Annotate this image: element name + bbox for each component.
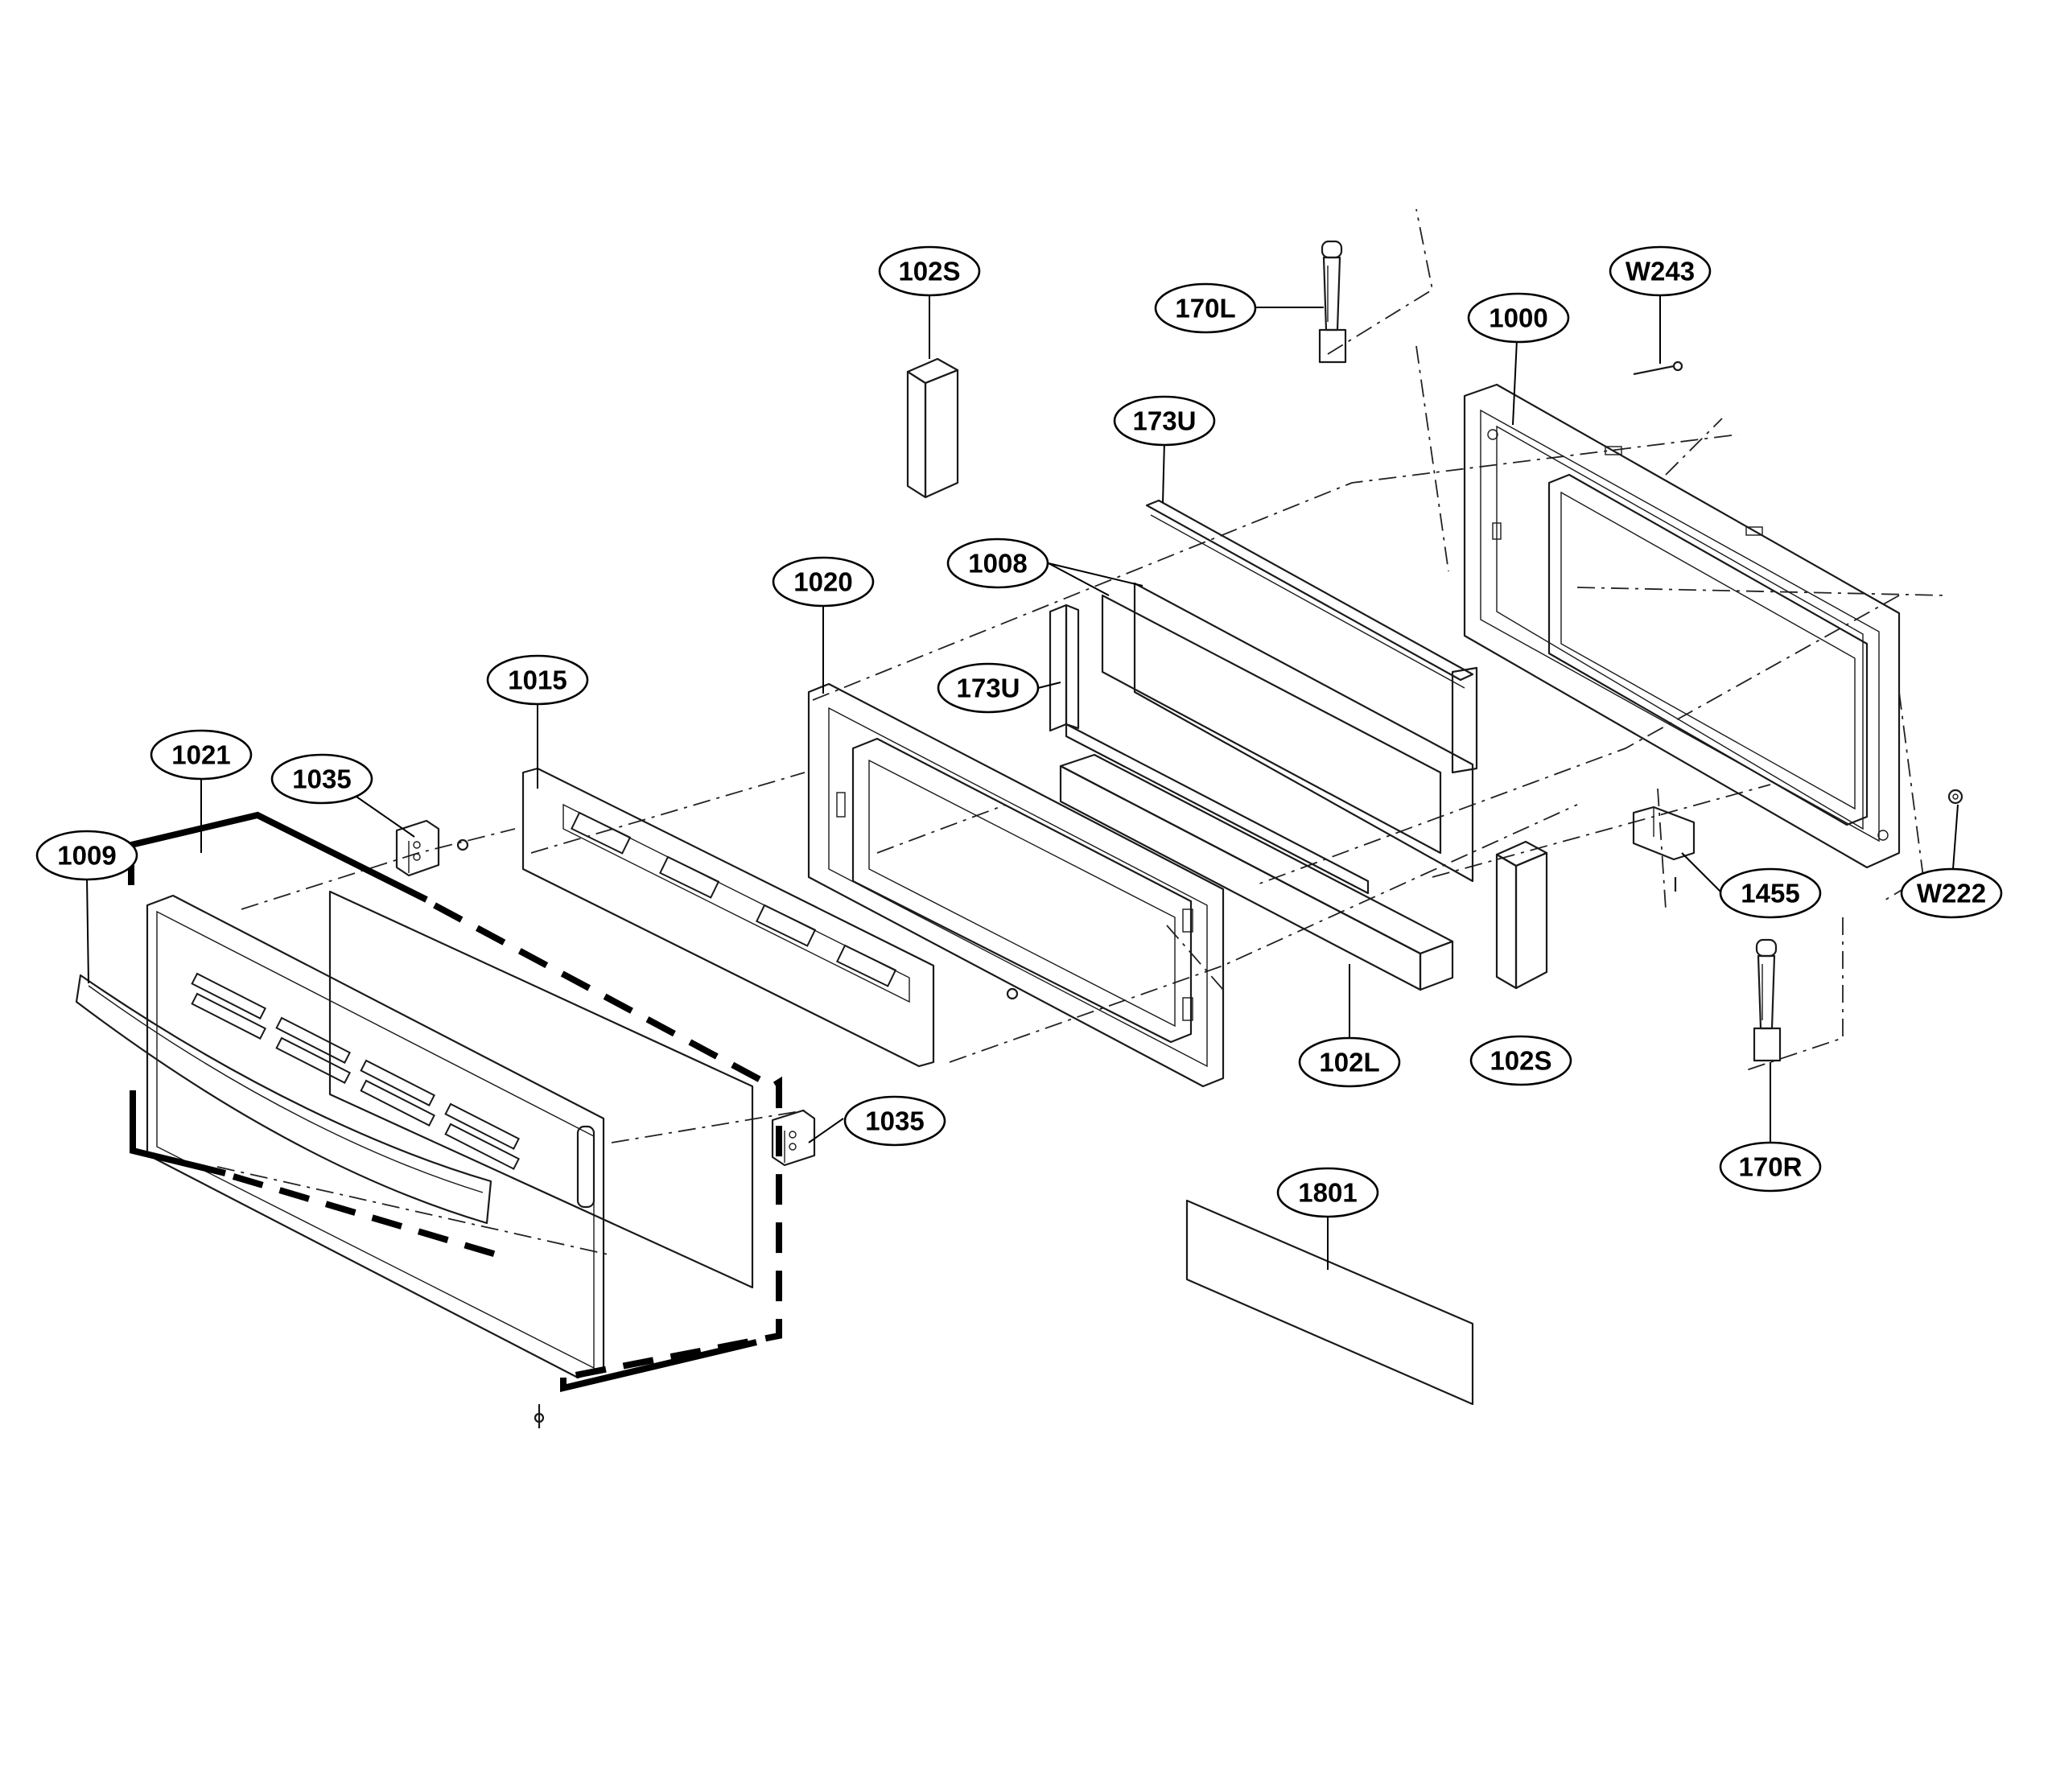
svg-text:1000: 1000	[1489, 303, 1547, 333]
part-102s-top-spacer	[906, 357, 959, 499]
svg-text:1021: 1021	[171, 740, 230, 770]
part-1035-bottom-bracket	[771, 1109, 816, 1167]
part-1020-door-liner	[807, 682, 1225, 1088]
callouts: 102S 170L W243 1000 173U 1008 1020 173U	[35, 245, 2003, 1218]
callout-1035-bottom: 1035	[843, 1095, 946, 1147]
callout-170l: 170L	[1154, 282, 1257, 334]
callout-1021: 1021	[150, 729, 253, 781]
part-173u-mid-channel	[1049, 604, 1370, 895]
svg-text:1015: 1015	[508, 665, 567, 695]
callout-1801: 1801	[1276, 1167, 1379, 1218]
leader-lines	[86, 295, 1959, 1270]
svg-text:W222: W222	[1917, 879, 1986, 908]
part-1000-inner-door-frame	[1463, 383, 1901, 869]
screws	[456, 360, 1963, 1428]
svg-text:1035: 1035	[865, 1106, 924, 1136]
svg-text:1009: 1009	[57, 841, 116, 871]
svg-text:W243: W243	[1626, 257, 1695, 286]
screw-w222	[1947, 789, 1963, 805]
part-1021-front-glass	[328, 890, 754, 1289]
svg-text:1801: 1801	[1298, 1178, 1357, 1208]
svg-text:1008: 1008	[968, 549, 1027, 579]
callout-w243: W243	[1609, 245, 1712, 297]
assembly-phantom-lines	[216, 208, 1948, 1256]
part-102l-spacer	[1059, 753, 1454, 991]
svg-text:173U: 173U	[957, 674, 1020, 703]
callout-1009: 1009	[35, 830, 138, 881]
svg-text:170R: 170R	[1739, 1152, 1803, 1182]
callout-1008: 1008	[946, 538, 1049, 589]
callout-102s-bottom: 102S	[1469, 1035, 1572, 1086]
callout-1455: 1455	[1719, 867, 1822, 919]
part-1008-glass-panels	[1101, 582, 1474, 883]
part-1021-outline	[128, 811, 782, 1393]
svg-text:1035: 1035	[292, 764, 351, 794]
svg-text:1455: 1455	[1741, 879, 1799, 908]
screw-bottom-front	[534, 1404, 545, 1428]
part-173u-top-channel	[1145, 499, 1478, 774]
part-1455-bracket	[1632, 805, 1696, 861]
screw-1035-top	[456, 838, 469, 851]
part-front-door-skin	[146, 894, 605, 1379]
callout-102l: 102L	[1298, 1036, 1401, 1088]
svg-text:173U: 173U	[1133, 406, 1197, 436]
svg-text:102S: 102S	[898, 257, 960, 286]
part-1009-door-handle	[75, 974, 492, 1225]
part-1015-door-rail	[521, 767, 935, 1068]
part-170l-hinge	[1318, 240, 1347, 364]
part-170r-hinge	[1753, 938, 1782, 1062]
callout-1020: 1020	[772, 556, 875, 608]
screw-1035-bottom	[1006, 987, 1019, 1000]
callout-170r: 170R	[1719, 1141, 1822, 1193]
callout-1035-top: 1035	[270, 753, 373, 805]
svg-text:102S: 102S	[1490, 1046, 1551, 1076]
part-1801-label-plate	[1185, 1199, 1474, 1406]
callout-1000: 1000	[1467, 292, 1570, 344]
callout-173u-mid: 173U	[937, 662, 1040, 714]
callout-1015: 1015	[486, 654, 589, 706]
svg-text:102L: 102L	[1319, 1048, 1379, 1077]
svg-text:170L: 170L	[1175, 294, 1235, 323]
callout-102s-top: 102S	[878, 245, 981, 297]
callout-173u-top: 173U	[1113, 395, 1216, 447]
screw-w243	[1633, 360, 1683, 376]
part-1035-top-bracket	[395, 819, 440, 877]
svg-text:1020: 1020	[793, 567, 852, 597]
part-102s-bottom-spacer	[1495, 840, 1548, 990]
callout-w222: W222	[1900, 867, 2003, 919]
